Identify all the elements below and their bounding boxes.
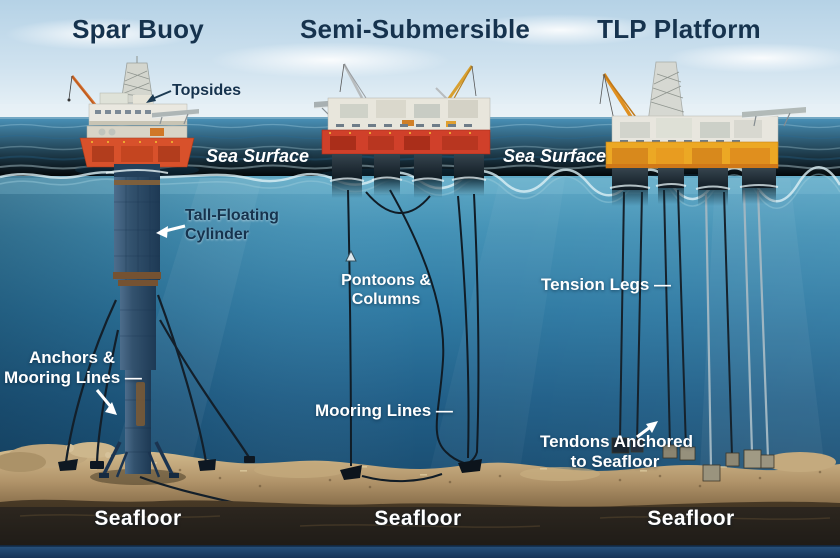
spar-cylinder	[90, 176, 186, 485]
title-tlp-platform: TLP Platform	[597, 14, 761, 44]
title-semi-submersible: Semi-Submersible	[299, 14, 531, 44]
topsides-arrow	[146, 90, 172, 103]
rust-band	[113, 272, 161, 279]
label-line: Cylinder	[185, 226, 250, 243]
tension-legs-label: Tension Legs —	[541, 275, 672, 294]
light-shaft	[430, 178, 565, 470]
semi-mooring-lines	[347, 189, 480, 483]
anchors-mooring-lines-label: Anchors & Mooring Lines —	[4, 348, 142, 388]
semi-anchors	[340, 459, 482, 480]
tlp-tendons	[619, 189, 770, 469]
semi-submersible-illustration	[313, 63, 491, 182]
tall-floating-cylinder-arrow	[156, 224, 186, 238]
tlp-columns	[612, 168, 776, 190]
tlp-platform-illustration	[599, 61, 807, 190]
crane	[446, 65, 474, 101]
dark-foundation	[611, 437, 630, 454]
foam	[329, 176, 487, 182]
foam	[105, 169, 169, 174]
base-struts	[101, 441, 175, 477]
label-line: Columns	[351, 291, 421, 308]
spar-platform-illustration	[67, 56, 200, 177]
spar-mooring-lines	[64, 294, 251, 508]
rust-patch	[136, 382, 145, 426]
lit-tendons	[704, 189, 770, 469]
label-line: Anchors &	[29, 348, 115, 367]
title-spar-buoy: Spar Buoy	[72, 14, 204, 44]
anchors-mooring-arrow	[95, 389, 117, 415]
pontoons-columns-arrow	[345, 249, 357, 262]
rust-band	[114, 180, 160, 185]
topsides-label: Topsides	[172, 82, 242, 99]
hanging-cable-loop	[365, 191, 431, 214]
seabed-cable	[361, 473, 443, 483]
sea-surface-label-right: Sea Surface	[503, 146, 607, 166]
label-line: Pontoons &	[341, 272, 431, 289]
bottom-bar	[0, 546, 840, 558]
tlp-foundations	[611, 437, 775, 482]
seafloor-label-right: Seafloor	[647, 507, 735, 530]
spar-anchors	[58, 456, 255, 471]
seafloor-label-left: Seafloor	[94, 507, 182, 530]
pontoons-columns-label: Pontoons & Columns	[330, 271, 442, 309]
label-line: Tall-Floating	[185, 207, 279, 224]
subsoil	[0, 499, 840, 558]
helipad	[152, 109, 199, 118]
tendons-anchored-label: Tendons Anchored to Seafloor	[540, 432, 693, 472]
foam	[609, 183, 779, 190]
helipad	[742, 107, 806, 118]
mooring-lines-label: Mooring Lines —	[315, 401, 453, 420]
label-line: Mooring Lines —	[4, 368, 142, 387]
label-line: Tendons Anchored	[540, 432, 693, 451]
semi-columns	[332, 154, 484, 180]
sea-surface-label-left: Sea Surface	[206, 146, 310, 166]
annotation-arrows	[95, 90, 658, 439]
sand-speckles	[178, 468, 822, 489]
seafloor-label-center: Seafloor	[374, 507, 462, 530]
tall-floating-cylinder-label: Tall-Floating Cylinder	[185, 206, 279, 244]
tendons-arrow	[636, 421, 658, 439]
crane	[342, 63, 364, 99]
label-line: to Seafloor	[570, 452, 660, 471]
